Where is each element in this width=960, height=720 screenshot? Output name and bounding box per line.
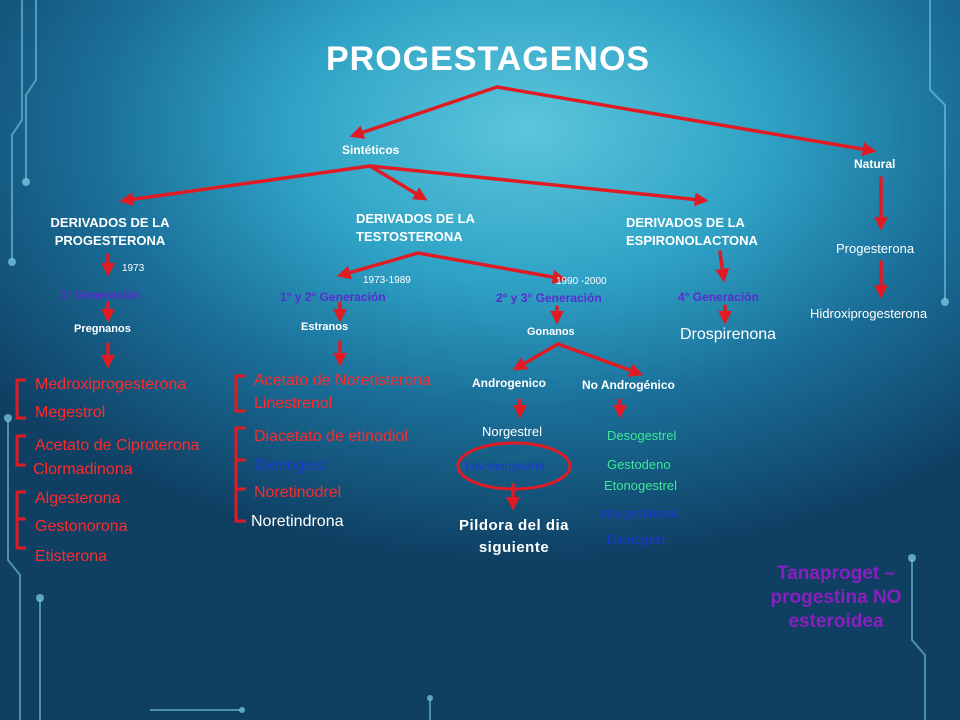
- page-title: PROGESTAGENOS: [326, 40, 651, 78]
- hidroxiprogesterona-item: Hidroxiprogesterona: [810, 306, 928, 321]
- estranos-node: Estranos: [301, 321, 349, 333]
- pregnanos-node: Pregnanos: [74, 323, 131, 335]
- no-androgenico-node: No Androgénico: [582, 378, 675, 392]
- etonogestrel-item: Etonogestrel: [604, 478, 677, 493]
- natural-node: Natural: [854, 157, 896, 171]
- acetato-noretisterona-item: Acetato de Noretisterona: [254, 372, 431, 389]
- clormadinona-item: Clormadinona: [33, 461, 133, 478]
- generacion-2-y-3: 2° y 3° Generación: [496, 291, 602, 305]
- sinteticos-node: Sintéticos: [342, 143, 400, 157]
- gestonorona-item: Gestonorona: [35, 518, 128, 535]
- drospirenona-item: Drospirenona: [680, 326, 777, 343]
- derivados-testosterona-header: DERIVADOS DE LA TESTOSTERONA: [356, 211, 475, 244]
- desogestrel-item: Desogestrel: [607, 428, 677, 443]
- medroxiprogesterona-item: Medroxiprogesterona: [35, 376, 187, 393]
- gestodeno-item: Gestodeno: [607, 457, 671, 472]
- tanaproget-note: Tanaproget – progestina NO esteroidea: [770, 563, 902, 632]
- norgestimato-item: Norgestimato: [601, 506, 679, 521]
- dienogest-estrano-item: Dienogest: [254, 457, 327, 474]
- androgenico-node: Androgenico: [472, 376, 546, 390]
- levonorgestrel-item: Levonorgestrel: [465, 459, 545, 473]
- linestrenol-item: Linestrenol: [254, 395, 333, 412]
- dienogest-gonano-item: Dienogest: [607, 532, 666, 547]
- progesterona-item: Progesterona: [836, 241, 915, 256]
- algesterona-item: Algesterona: [35, 490, 121, 507]
- acetato-ciproterona-item: Acetato de Ciproterona: [35, 437, 200, 454]
- year-1990-2000: 1990 -2000: [556, 276, 607, 287]
- pildora-dia-siguiente: Pildora del dia siguiente: [458, 517, 570, 556]
- megestrol-item: Megestrol: [35, 404, 106, 421]
- etisterona-item: Etisterona: [35, 548, 108, 565]
- diacetato-etinodiol-item: Diacetato de etinodiol: [254, 428, 408, 445]
- generacion-1-y-2: 1° y 2° Generación: [280, 290, 386, 304]
- noretinodrel-item: Noretinodrel: [254, 484, 342, 501]
- year-1973: 1973: [122, 263, 145, 274]
- levonorgestrel-highlight-circle: [456, 441, 572, 491]
- norgestrel-item: Norgestrel: [482, 424, 542, 439]
- noretindrona-item: Noretindrona: [251, 513, 344, 530]
- derivados-espironolactona-header: DERIVADOS DE LA ESPIRONOLACTONA: [626, 215, 758, 248]
- generacion-4: 4° Generación: [678, 290, 759, 304]
- year-1973-1989: 1973-1989: [363, 275, 411, 286]
- derivados-progesterona-header: DERIVADOS DE LA PROGESTERONA: [50, 215, 170, 248]
- gonanos-node: Gonanos: [527, 326, 575, 338]
- generacion-1: 1° Generación: [60, 288, 141, 302]
